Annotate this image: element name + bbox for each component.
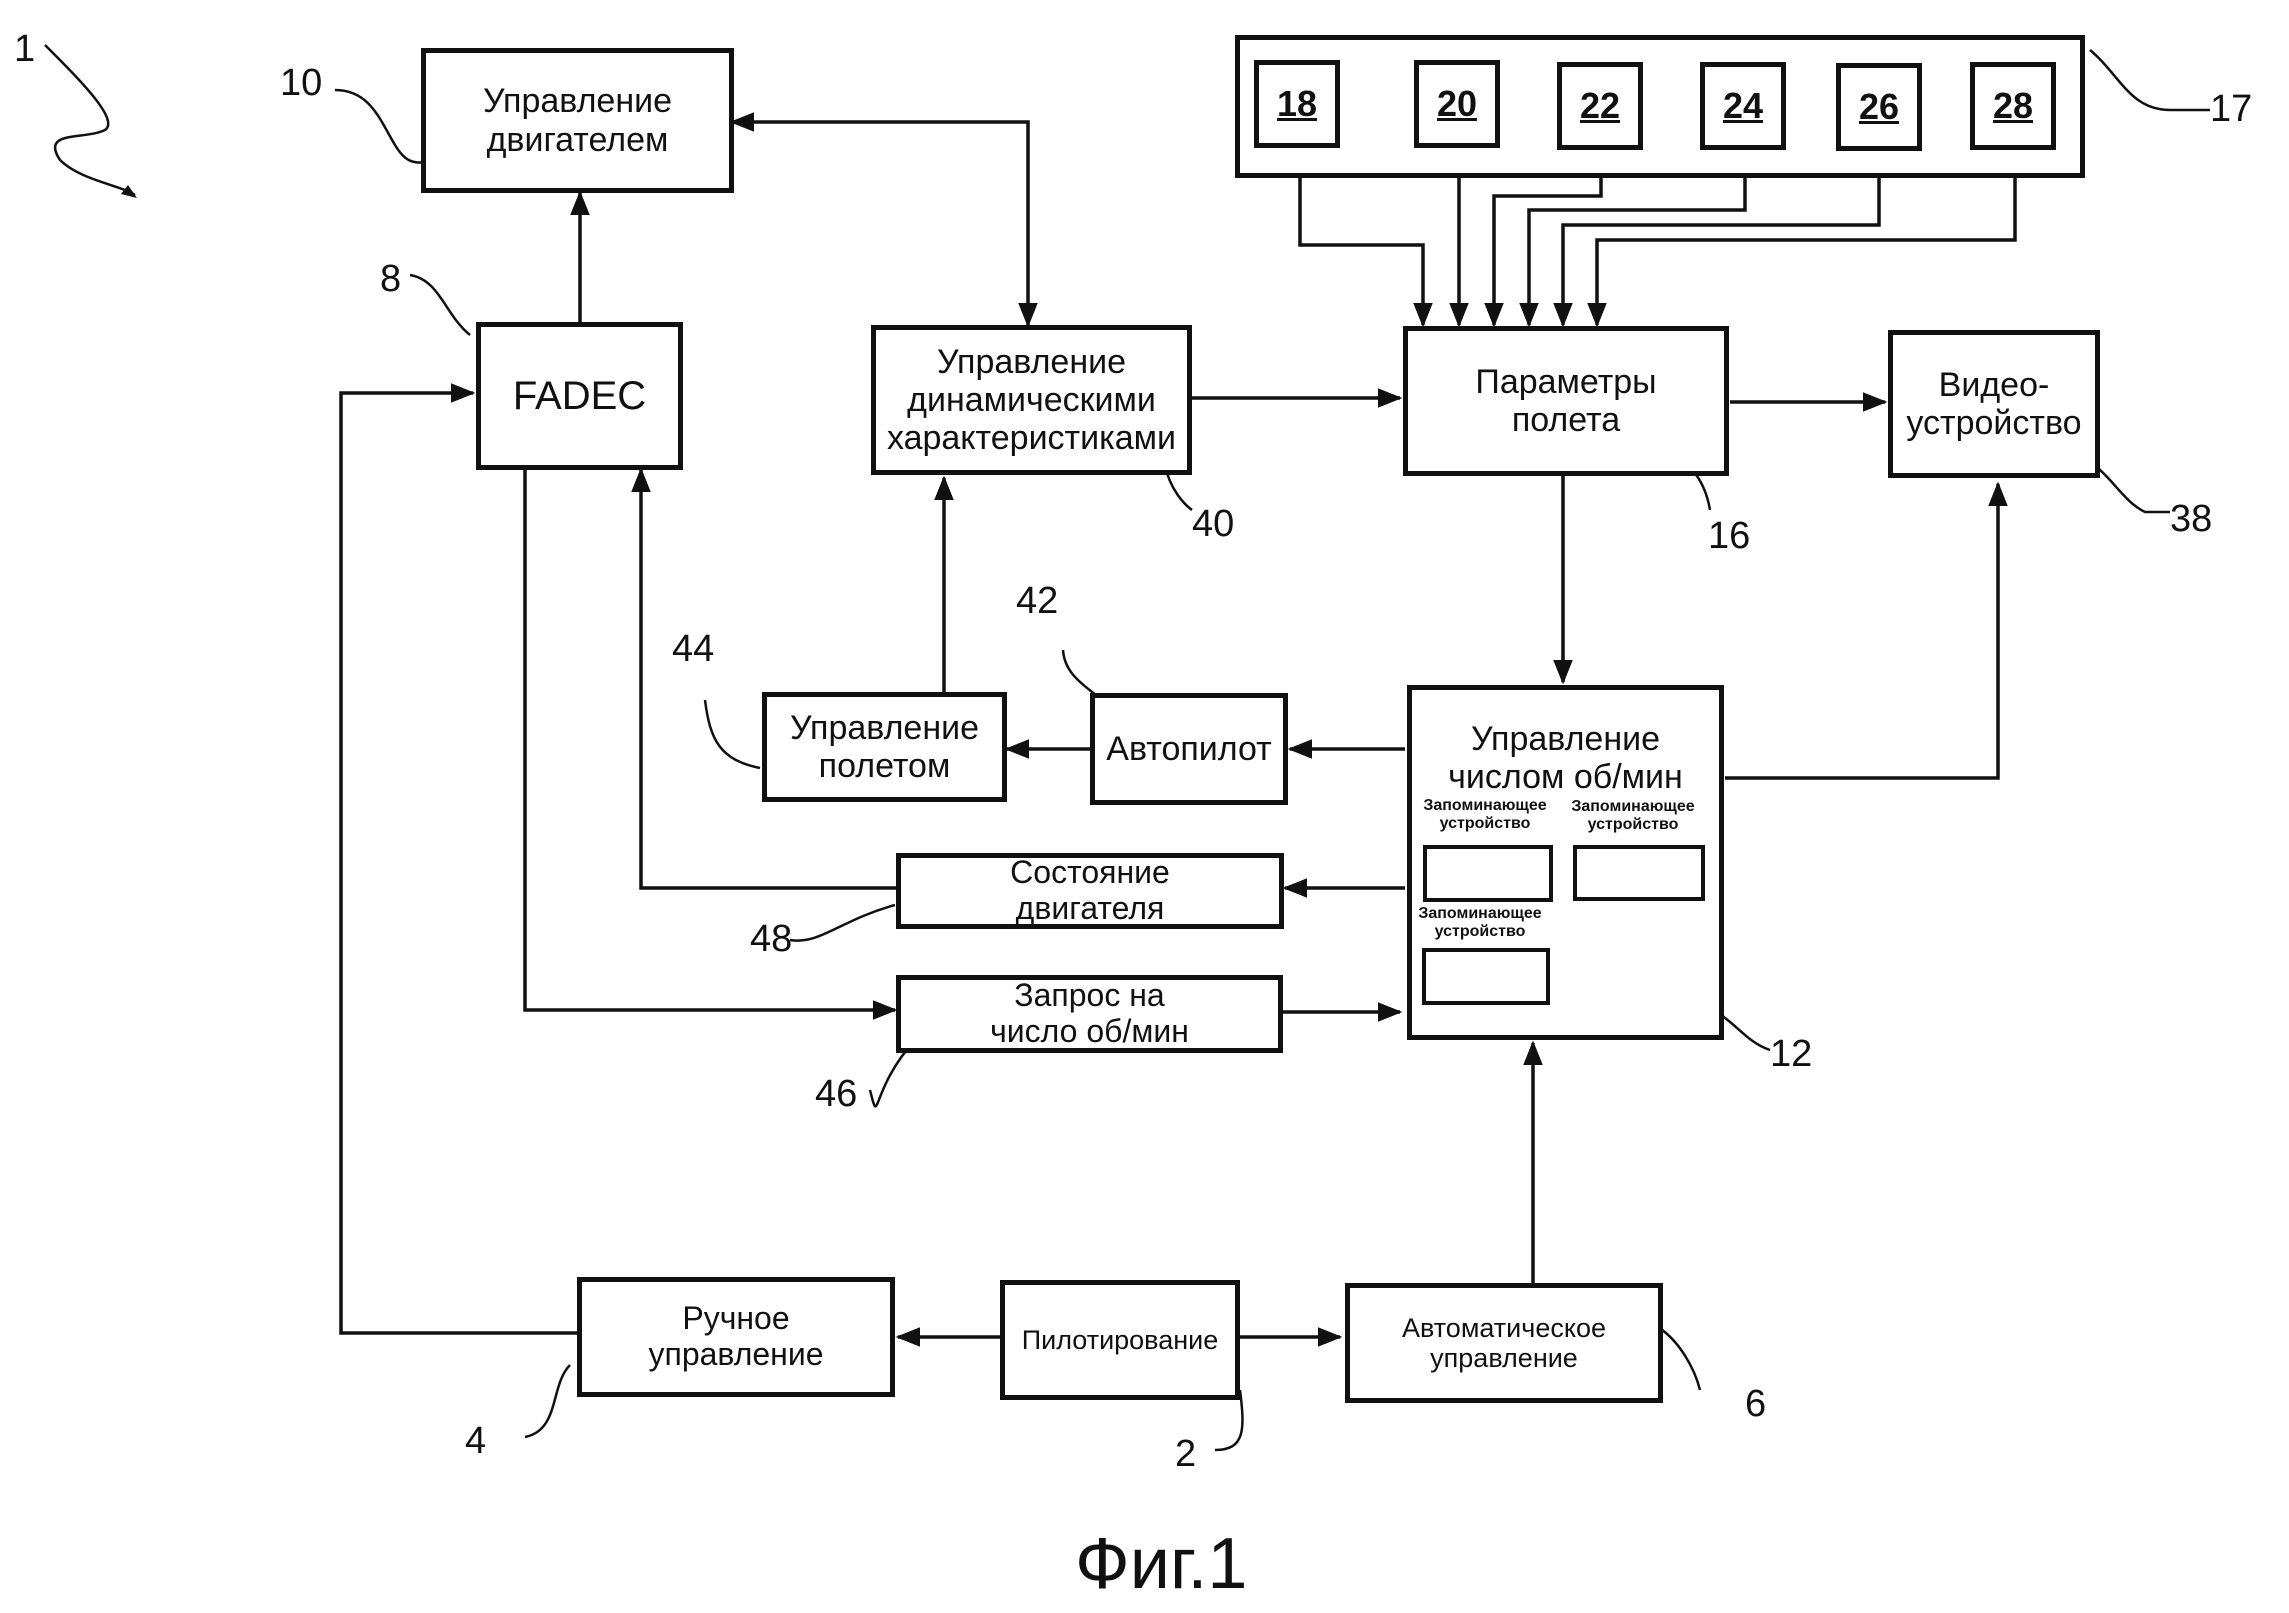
arrow-sensor-18 xyxy=(1298,148,1433,328)
ref-manual-control: 4 xyxy=(465,1420,487,1462)
arrow-manual-to-fadec xyxy=(339,383,577,1335)
block-autopilot-label: Автопилот xyxy=(1106,729,1272,768)
block-flight-params-line2: полета xyxy=(1511,401,1621,439)
block-auto-control-line1: Автоматическое xyxy=(1401,1312,1606,1343)
memory-1-label-line2: устройство xyxy=(1439,814,1531,832)
block-flight-params: Параметры полета xyxy=(1403,326,1729,476)
ref-video-device: 38 xyxy=(2170,498,2213,540)
sensor-28: 28 xyxy=(1970,62,2056,150)
leader-46 xyxy=(868,1039,916,1108)
block-rpm-control-line2: числом об/мин xyxy=(1448,758,1683,797)
block-fadec: FADEC xyxy=(476,322,683,470)
block-piloting-label: Пилотирование xyxy=(1021,1324,1219,1355)
block-rpm-control-line1: Управление xyxy=(1470,720,1660,758)
ref-flight-control: 44 xyxy=(672,628,715,670)
memory-3-label-line1: Запоминающее xyxy=(1418,905,1542,922)
block-flight-control: Управление полетом xyxy=(762,692,1007,802)
sensor-24: 24 xyxy=(1700,62,1786,150)
leader-2 xyxy=(1214,1389,1244,1452)
block-auto-control-line2: управление xyxy=(1430,1343,1578,1373)
block-engine-state: Состояние двигателя xyxy=(896,853,1284,929)
figure-caption: Фиг.1 xyxy=(1075,1524,1248,1604)
ref-sensor-group: 17 xyxy=(2210,88,2253,130)
block-engine-control-line2: двигателем xyxy=(486,120,669,159)
block-engine-state-line2: двигателя xyxy=(1015,890,1165,926)
block-engine-control-line1: Управление xyxy=(482,82,672,121)
block-dynamics-control-line1: Управление xyxy=(936,342,1126,381)
ref-rpm-control: 12 xyxy=(1770,1033,1813,1075)
ref-engine-control: 10 xyxy=(280,62,323,104)
arrow-sensor-26 xyxy=(1553,148,1881,328)
memory-3-label: Запоминающее устройство xyxy=(1415,905,1545,940)
block-flight-control-line1: Управление xyxy=(789,708,979,747)
block-engine-state-line1: Состояние xyxy=(1010,854,1170,891)
ref-rpm-request: 46 xyxy=(815,1073,858,1115)
leader-4 xyxy=(524,1364,571,1439)
memory-2-label: Запоминающее устройство xyxy=(1568,798,1698,833)
block-video-device: Видео- устройство xyxy=(1888,330,2100,478)
sensor-22: 22 xyxy=(1557,62,1643,150)
system-arrowhead xyxy=(121,185,137,198)
block-manual-control-line2: управление xyxy=(648,1336,824,1372)
sensor-20: 20 xyxy=(1414,60,1500,148)
block-engine-control: Управление двигателем xyxy=(421,48,734,193)
block-rpm-request: Запрос на число об/мин xyxy=(896,975,1283,1053)
block-rpm-request-line2: число об/мин xyxy=(990,1013,1189,1049)
sensor-26: 26 xyxy=(1836,63,1922,151)
memory-2 xyxy=(1573,845,1705,901)
arrow-engine-state-to-fadec xyxy=(631,467,900,890)
block-video-device-line2: устройство xyxy=(1906,404,2082,442)
block-manual-control-line1: Ручное xyxy=(682,1300,790,1337)
block-flight-params-line1: Параметры xyxy=(1475,362,1657,401)
block-autopilot: Автопилот xyxy=(1090,693,1288,805)
block-dynamics-control-line3: характеристиками xyxy=(886,419,1177,458)
block-rpm-request-line1: Запрос на xyxy=(1014,977,1165,1014)
block-manual-control: Ручное управление xyxy=(577,1277,895,1397)
arrow-fadec-to-rpm-request xyxy=(523,470,898,1020)
memory-3 xyxy=(1422,948,1550,1005)
ref-system: 1 xyxy=(14,28,36,70)
leader-48 xyxy=(789,903,896,942)
ref-auto-control: 6 xyxy=(1745,1383,1767,1425)
ref-engine-state: 48 xyxy=(750,918,793,960)
arrow-sensor-24 xyxy=(1519,148,1747,328)
block-flight-control-line2: полетом xyxy=(818,747,951,785)
ref-fadec: 8 xyxy=(380,258,402,300)
ref-autopilot: 42 xyxy=(1016,580,1059,622)
memory-1-label: Запоминающее устройство xyxy=(1420,797,1550,832)
memory-1-label-line1: Запоминающее xyxy=(1423,797,1547,814)
arrow-dynamics-engine-control xyxy=(729,112,1038,328)
block-dynamics-control-line2: динамическими xyxy=(907,380,1156,419)
leader-44 xyxy=(703,699,761,770)
leader-8 xyxy=(409,273,471,336)
arrow-sensor-28 xyxy=(1587,148,2017,328)
block-fadec-label: FADEC xyxy=(512,373,647,418)
ref-piloting: 2 xyxy=(1175,1433,1197,1475)
ref-flight-params: 16 xyxy=(1708,515,1751,557)
memory-2-label-line2: устройство xyxy=(1587,815,1679,833)
ref-dynamics-control: 40 xyxy=(1192,503,1235,545)
block-piloting: Пилотирование xyxy=(1000,1280,1240,1400)
memory-2-label-line1: Запоминающее xyxy=(1571,798,1695,815)
block-auto-control: Автоматическое управление xyxy=(1345,1283,1663,1403)
block-sensor-group xyxy=(1235,35,2085,178)
arrow-rpm-control-to-video xyxy=(1725,481,2008,780)
sensor-18: 18 xyxy=(1254,60,1340,148)
leader-1 xyxy=(44,44,136,197)
block-video-device-line1: Видео- xyxy=(1938,365,2050,404)
memory-1 xyxy=(1423,845,1553,902)
leader-17 xyxy=(2089,49,2210,112)
block-dynamics-control: Управление динамическими характеристикам… xyxy=(871,325,1192,475)
memory-3-label-line2: устройство xyxy=(1434,922,1526,940)
